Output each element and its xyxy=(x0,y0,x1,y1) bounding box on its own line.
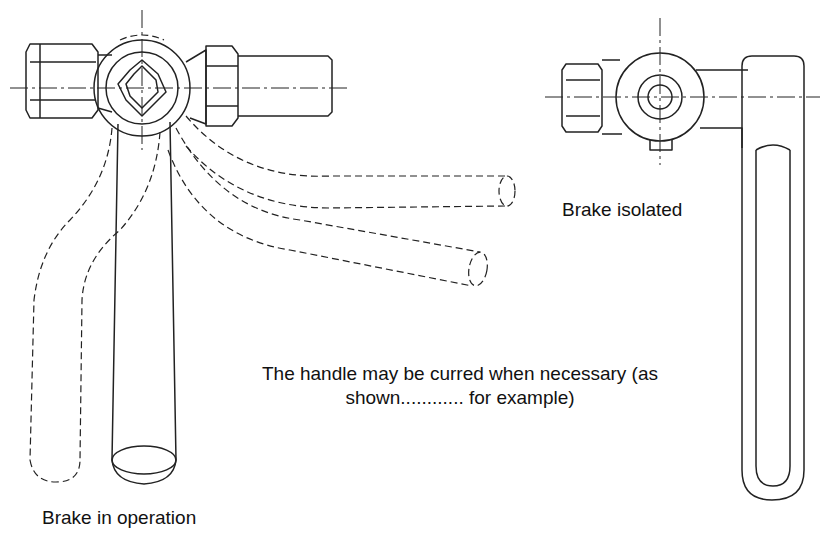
rotated-handle-outline xyxy=(186,116,505,208)
handle xyxy=(112,122,176,460)
view-label: Brake isolated xyxy=(562,198,732,222)
centre-line xyxy=(142,10,143,150)
curved-handle-outline xyxy=(30,128,160,460)
centre-line xyxy=(545,97,820,98)
hex-nut xyxy=(206,46,238,126)
centre-line xyxy=(660,18,661,165)
pipe-end xyxy=(238,56,332,116)
centre-line xyxy=(10,88,350,89)
pipe-nut xyxy=(26,44,98,118)
handle-loop xyxy=(742,56,804,500)
view-label: Brake in operation xyxy=(42,506,272,530)
note-text: The handle may be curred when necessary … xyxy=(238,362,682,410)
pipe-nut xyxy=(562,64,602,132)
rotated-handle-outline xyxy=(168,128,480,286)
